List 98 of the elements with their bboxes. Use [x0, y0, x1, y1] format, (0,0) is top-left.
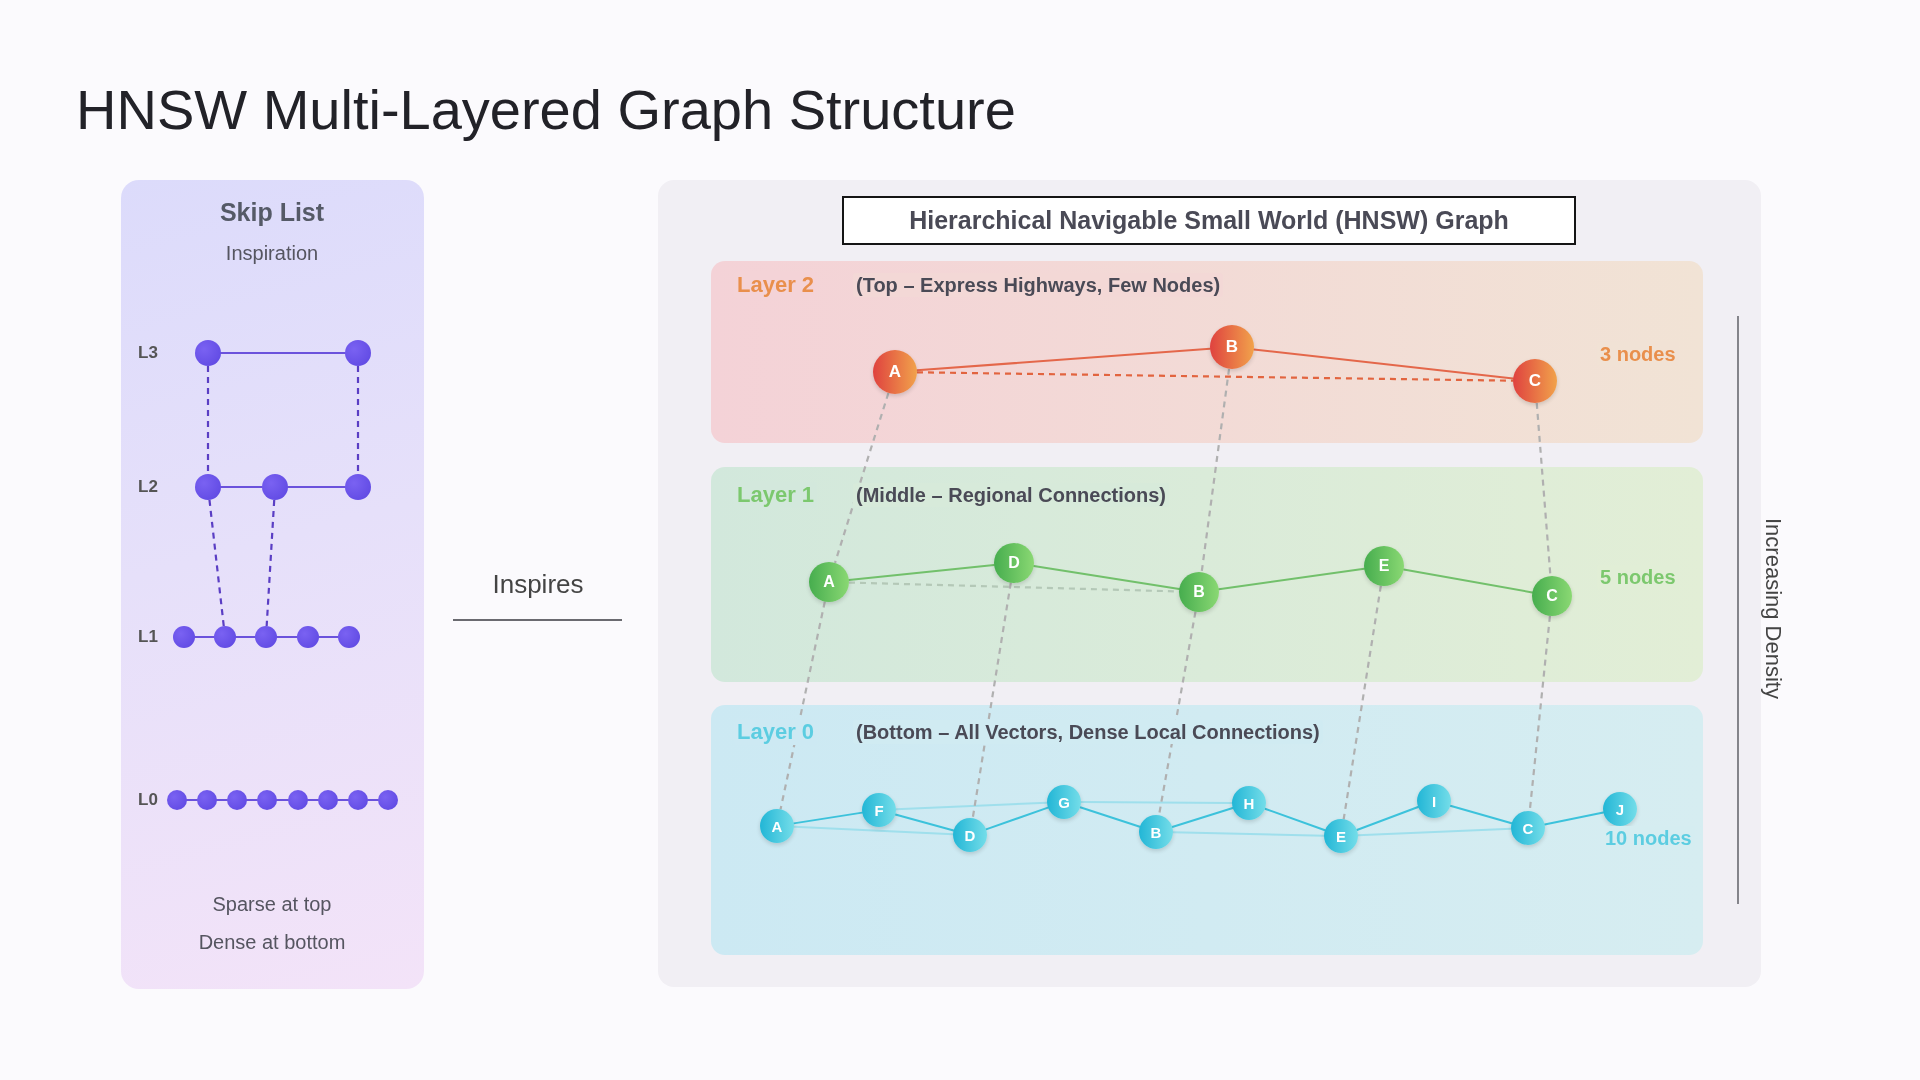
graph-edge — [1079, 806, 1141, 828]
vector-node: D — [953, 818, 987, 852]
list-node-dot — [167, 790, 187, 810]
graph-edge — [792, 811, 864, 825]
layer-tag: L2 — [138, 477, 158, 497]
graph-panel — [658, 180, 1761, 987]
vector-node: D — [994, 543, 1034, 583]
vector-node: F — [862, 793, 896, 827]
skip-list-link — [216, 799, 228, 801]
vector-node: A — [873, 350, 917, 394]
graph-edge — [1252, 348, 1515, 380]
graph-edge — [1357, 827, 1512, 837]
vector-node: I — [1417, 784, 1451, 818]
layer-link — [1200, 368, 1231, 573]
list-node-dot — [378, 790, 398, 810]
skip-list-link — [246, 799, 258, 801]
skip-list-link — [356, 366, 360, 474]
list-node-dot — [195, 474, 221, 500]
list-node-dot — [255, 626, 277, 648]
graph-edge — [1402, 568, 1534, 594]
vector-node: J — [1603, 792, 1637, 826]
list-node-dot — [318, 790, 338, 810]
graph-edge — [985, 806, 1049, 831]
skip-list-link — [194, 636, 215, 638]
skip-list-link — [206, 366, 210, 474]
skip-list-link — [235, 636, 256, 638]
skip-list-link — [276, 636, 298, 638]
layer-tag: L3 — [138, 343, 158, 363]
vector-node: H — [1232, 786, 1266, 820]
skip-list-link — [220, 352, 346, 354]
vector-node: B — [1179, 572, 1219, 612]
skip-list-link — [220, 486, 263, 488]
skip-list-link — [276, 799, 289, 801]
list-node-dot — [173, 626, 195, 648]
skip-list-link — [307, 799, 319, 801]
layer-link — [1157, 611, 1197, 816]
list-node-dot — [338, 626, 360, 648]
skip-list-link — [367, 799, 379, 801]
panel-subtitle: Inspiration — [225, 241, 319, 265]
list-node-dot — [297, 626, 319, 648]
diagram-title: HNSW Multi-Layered Graph Structure — [76, 77, 1016, 143]
layer-link — [833, 392, 890, 564]
graph-edge — [1449, 804, 1513, 825]
vector-node: C — [1511, 811, 1545, 845]
vector-node: E — [1324, 819, 1358, 853]
list-node-dot — [195, 340, 221, 366]
vector-node: A — [760, 809, 794, 843]
layer-band — [711, 467, 1703, 682]
graph-edge — [793, 825, 954, 836]
graph-edge — [1080, 801, 1233, 804]
layer-band — [711, 261, 1703, 443]
vector-node: B — [1139, 815, 1173, 849]
list-node-dot — [214, 626, 236, 648]
list-node-dot — [227, 790, 247, 810]
vector-node: B — [1210, 325, 1254, 369]
graph-edge — [1355, 806, 1420, 831]
list-node-dot — [257, 790, 277, 810]
layer-band — [711, 705, 1703, 955]
graph-edge — [1264, 807, 1326, 832]
layer-link — [1342, 585, 1382, 820]
list-node-dot — [348, 790, 368, 810]
annotation-text: Inspires — [492, 568, 584, 600]
vector-node: A — [809, 562, 849, 602]
caption-text: Sparse at top — [212, 892, 332, 916]
list-node-dot — [345, 340, 371, 366]
graph-edge — [917, 371, 1513, 382]
vector-node: E — [1364, 546, 1404, 586]
graph-edge — [1171, 807, 1234, 828]
graph-title: Hierarchical Navigable Small World (HNSW) Graph — [842, 196, 1576, 245]
skip-list-link — [186, 799, 198, 801]
skip-list-panel — [121, 180, 424, 989]
graph-edge — [895, 801, 1048, 811]
layer-tag: L0 — [138, 790, 158, 810]
list-node-dot — [262, 474, 288, 500]
graph-edge — [915, 347, 1212, 372]
list-node-dot — [345, 474, 371, 500]
skip-list-link — [318, 636, 339, 638]
skip-list-link — [337, 799, 349, 801]
graph-edge — [894, 813, 955, 832]
graph-edge — [847, 564, 996, 581]
skip-list-link — [208, 499, 225, 627]
graph-edge — [1543, 811, 1605, 826]
layer-link — [971, 582, 1012, 819]
skip-list-link — [265, 499, 276, 627]
layer-tag: L1 — [138, 627, 158, 647]
list-node-dot — [197, 790, 217, 810]
graph-edge — [1172, 831, 1325, 837]
vector-node: G — [1047, 785, 1081, 819]
graph-edge — [1217, 567, 1366, 591]
axis-label: Increasing Density — [1760, 517, 1786, 699]
vector-node: C — [1513, 359, 1557, 403]
skip-list-link — [287, 486, 346, 488]
list-node-dot — [288, 790, 308, 810]
vector-node: C — [1532, 576, 1572, 616]
graph-edge — [1032, 565, 1181, 590]
caption-text: Dense at bottom — [198, 930, 346, 954]
panel-heading: Skip List — [219, 197, 325, 227]
layer-link — [779, 601, 826, 810]
